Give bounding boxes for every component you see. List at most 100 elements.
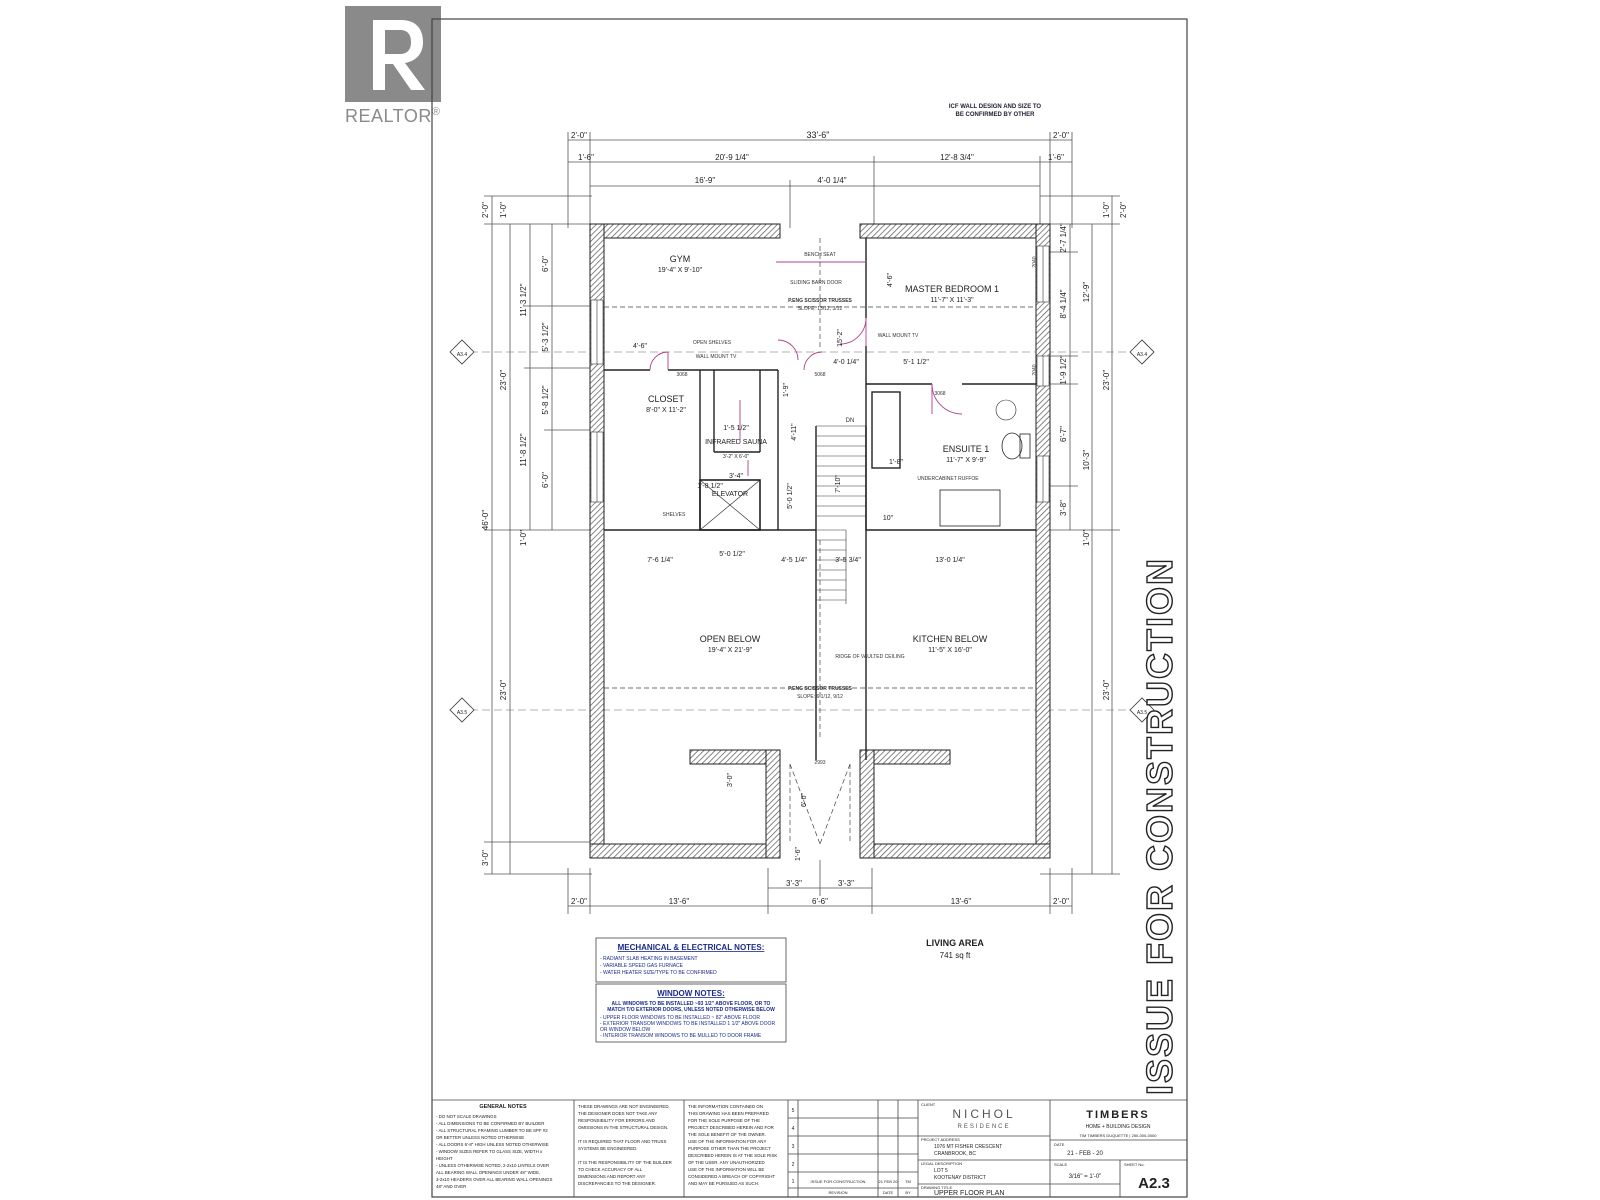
disclaimer2-3: FOR THE SOLE PURPOSE OF THE (688, 1118, 760, 1123)
firm-sub: HOME + BUILDING DESIGN (1086, 1124, 1151, 1130)
room-master-name: MASTER BEDROOM 1 (905, 284, 999, 294)
window-note-4: - INTERIOR TRANSOM WINDOWS TO BE MULLED … (600, 1033, 762, 1039)
legal-line-2: KOOTENAY DISTRICT (934, 1175, 986, 1181)
icf-note-line-2: BE CONFIRMED BY OTHER (956, 112, 1036, 118)
disclaimer2-1: THE INFORMATION CONTAINED ON (688, 1104, 763, 1109)
dim-top-right-in: 1'-6" (1048, 153, 1064, 162)
dim-right-d: 1'-9 1/2" (1059, 355, 1068, 384)
sheet-border (431, 18, 1188, 1198)
drawing-title: UPPER FLOOR PLAN (934, 1190, 1004, 1197)
dim-left-top-out: 2'-0" (481, 202, 490, 218)
door-swings (649, 261, 963, 476)
truss-label-lower: P.ENG SCISSOR TRUSSES (788, 686, 852, 692)
wall-tv-master: WALL MOUNT TV (878, 333, 919, 339)
dim-left-a: 6'-0" (541, 256, 550, 272)
disclaimer2-5: THE SOLE BENEFIT OF THE OWNER. (688, 1132, 766, 1137)
living-area-label: LIVING AREA (926, 938, 984, 948)
rev-1-by: TM (905, 1179, 911, 1184)
dim-left-h: 46'-0" (481, 510, 490, 531)
address-line-2: CRANBROOK, BC (934, 1151, 976, 1157)
room-gym-name: GYM (670, 254, 691, 264)
general-notes-title: GENERAL NOTES (479, 1104, 527, 1110)
sheet-number: A2.3 (1138, 1175, 1170, 1192)
disclaimer1-10: TO CHECK ACCURACY OF ALL (578, 1167, 643, 1172)
disclaimer1-2: THE DESIGNER DOES NOT TAKE ANY (578, 1111, 657, 1116)
sheet-no-label: SHEET No. (1124, 1162, 1145, 1167)
dim-int-8: 3'-4" (729, 473, 743, 480)
dim-int-6: 1'-9" (783, 383, 790, 397)
rev-head-by: BY (905, 1190, 911, 1195)
issue-for-construction-stamp: ISSUE FOR CONSTRUCTION (1139, 557, 1180, 1095)
dim-right-g: 10'-3" (1082, 450, 1091, 471)
window-note-2: - EXTERIOR TRANSOM WINDOWS TO BE INSTALL… (600, 1021, 775, 1027)
disclaimer1-7: SYSTEMS BE ENGINEERED. (578, 1146, 638, 1151)
disclaimer2-10: USE OF THE INFORMATION WILL BE (688, 1167, 764, 1172)
dim-right-c: 12'-9" (1082, 282, 1091, 303)
room-ensuite-size: 11'-7" X 9'-9" (946, 457, 986, 464)
left-dimension-lines (484, 195, 592, 875)
bench-seat-label: BENCH SEAT (804, 252, 836, 258)
room-master-size: 11'-7" X 11'-3" (930, 297, 974, 304)
dim-left-g: 23'-0" (499, 370, 508, 391)
disclaimer1-9: IT IS THE RESPONSIBILITY OF THE BUILDER (578, 1160, 672, 1165)
disclaimer2-11: CONSIDERED A BREACH OF COPYRIGHT (688, 1174, 775, 1179)
client-name: NICHOL (952, 1107, 1015, 1121)
disclaimer1-3: RESPONSIBILITY FOR ERRORS AND (578, 1118, 655, 1123)
window-2040-ensuite: 2040 (1032, 364, 1038, 375)
interior-walls (604, 238, 1036, 760)
address-line-1: 1076 MT FISHER CRESCENT (934, 1144, 1002, 1150)
mech-note-3: - WATER HEATER SIZE/TYPE TO BE CONFIRMED (600, 970, 717, 976)
dim-int-12: 10" (883, 515, 894, 522)
disclaimer1-6: IT IS REQUIRED THAT FLOOR AND TRUSS (578, 1139, 666, 1144)
truss-slope-lower: SLOPE: 6.1/12, 9/12 (797, 694, 843, 700)
general-note-2: - ALL DIMENSIONS TO BE CONFIRMED BY BUIL… (436, 1121, 544, 1126)
general-note-5: - ALL DOORS 6'-8" HIGH UNLESS NOTED OTHE… (436, 1142, 549, 1147)
grid-marker-right-bottom: A3.5 (1137, 710, 1148, 716)
mech-note-2: - VARIABLE SPEED GAS FURNACE (600, 963, 684, 969)
client-label: CLIENT (921, 1102, 936, 1107)
rev-num-2: 2 (792, 1162, 795, 1168)
room-sauna-name: INFRARED SAUNA (705, 439, 767, 446)
grid-marker-right-top: A3.4 (1137, 352, 1148, 358)
dim-left-c: 5'-8 1/2" (541, 385, 550, 414)
dim-right-top-out: 1'-0" (1102, 202, 1111, 218)
window-note-3: OR WINDOW BELOW (600, 1027, 651, 1033)
general-note-4: OR BETTER UNLESS NOTED OTHERWISE (436, 1135, 524, 1140)
truss-lines (604, 238, 1036, 845)
barn-door-label: SLIDING BARN DOOR (790, 280, 842, 286)
general-note-10: 3-2x10 HEADERS OVER ALL BEARING WALL OPE… (436, 1177, 552, 1182)
room-kitchen-below-size: 11'-5" X 16'-0" (928, 647, 972, 654)
legal-label: LEGAL DESCRIPTION (921, 1161, 962, 1166)
icf-note-line-1: ICF WALL DESIGN AND SIZE TO (949, 104, 1042, 110)
mech-note-1: - RADIANT SLAB HEATING IN BASEMENT (600, 956, 698, 962)
dim-bottom-mid: 6'-6" (812, 897, 828, 906)
dim-right-e: 23'-0" (1102, 370, 1111, 391)
mech-notes-title: MECHANICAL & ELECTRICAL NOTES: (618, 943, 765, 952)
dim-bottom-step-left: 3'-3" (786, 879, 802, 888)
disclaimer2-9: OF THE USER. ANY UNAUTHORIZED (688, 1160, 765, 1165)
top-dimension-lines (567, 132, 1073, 228)
rev-num-1: 1 (792, 1179, 795, 1185)
disclaimer2-7: PURPOSE OTHER THAN THE PROJECT (688, 1146, 771, 1151)
room-kitchen-below-name: KITCHEN BELOW (913, 634, 988, 644)
rev-head-date: DATE (883, 1190, 894, 1195)
realtor-wordmark: REALTOR® (345, 106, 441, 126)
windows (590, 245, 1050, 503)
dim-int-15: 4'-5 1/4" (781, 557, 807, 564)
dim-int-16: 3'-5 3/4" (835, 557, 861, 564)
rev-1-note: ISSUE FOR CONSTRUCTION (811, 1179, 866, 1184)
dim-int-4: 5'-1 1/2" (903, 359, 929, 366)
dim-int-3: 4'-0 1/4" (833, 359, 859, 366)
room-elevator-name: ELEVATOR (712, 491, 748, 498)
ridge-label: RIDGE OF VAULTED CEILING (835, 654, 904, 660)
dim-top-seg-right: 12'-8 3/4" (940, 153, 974, 162)
rev-1-date: 21 FEB 20 (879, 1179, 899, 1184)
disclaimer2-4: PROJECT DESCRIBED HEREIN AND FOR (688, 1125, 774, 1130)
stairs (816, 425, 866, 604)
dim-int-22: 1'-8" (889, 459, 903, 466)
disclaimer2-2: THIS DRAWING HAS BEEN PREPARED (688, 1111, 769, 1116)
grid-marker-left-bottom: A3.5 (457, 710, 468, 716)
dim-left-top-in: 1'-0" (499, 202, 508, 218)
general-note-8: - UNLESS OTHERWISE NOTED, 2-2x10 LINTELS… (436, 1163, 549, 1168)
room-closet-name: CLOSET (648, 394, 685, 404)
